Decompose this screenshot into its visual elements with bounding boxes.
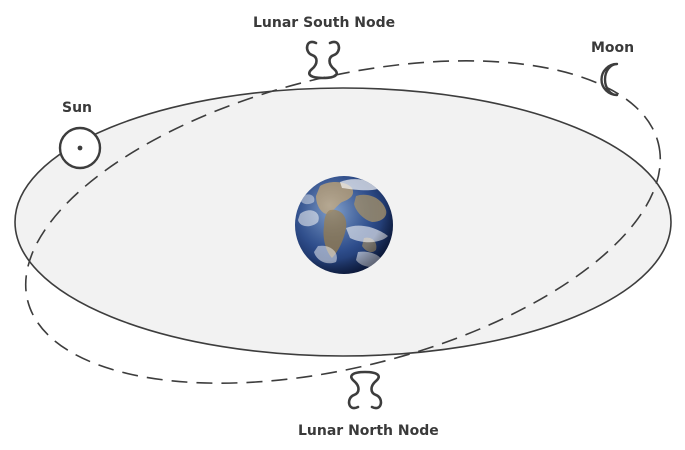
sun-icon: [58, 126, 102, 170]
lunar-south-node-icon: [305, 40, 341, 80]
moon-label: Moon: [591, 40, 635, 56]
moon-orbit: [24, 60, 662, 384]
sun-label: Sun: [62, 100, 93, 116]
crescent-moon-icon: [600, 62, 619, 97]
lunar-south-node-label: Lunar South Node: [253, 15, 396, 31]
lunar-north-node-label: Lunar North Node: [298, 423, 439, 439]
earth-icon: [295, 176, 393, 274]
lunar-north-node-icon: [347, 370, 383, 410]
